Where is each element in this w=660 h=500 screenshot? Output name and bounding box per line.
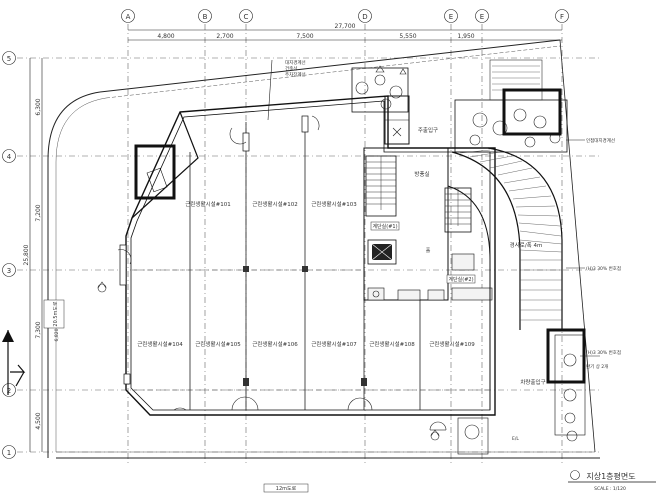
top-dimension-chain: 27,700 4,800 2,700 7,500 5,550 1,950 — [128, 23, 562, 41]
site-boundary — [47, 39, 600, 459]
dimension-total-vertical: 25,800 — [23, 244, 30, 265]
highlight-marks — [134, 88, 586, 384]
label-parking-entrance: 차량출입구 — [520, 378, 545, 386]
svg-text:B: B — [203, 13, 208, 21]
unit-labels-bottom: 근린생활시설#104 근린생활시설#105 근린생활시설#106 근린생활시설#… — [137, 340, 475, 348]
label-hall: 홀 — [426, 247, 431, 254]
svg-text:F: F — [560, 13, 564, 21]
svg-text:A: A — [126, 13, 131, 21]
svg-text:건축선: 건축선 — [285, 65, 297, 72]
unit-label-104: 근린생활시설#104 — [137, 340, 183, 348]
svg-text:3: 3 — [7, 267, 11, 275]
dimension-2-1: 4,500 — [35, 412, 42, 429]
dimension-ee: 1,950 — [457, 33, 474, 40]
restroom-fixtures — [367, 253, 493, 301]
label-stair-2: 계단실(#2) — [448, 276, 473, 283]
structural-columns — [119, 115, 367, 386]
label-stair-1: 계단실(#1) — [372, 223, 397, 230]
grid-bubble-d: D — [358, 9, 372, 23]
sheet-title: 지상1층평면도 — [586, 471, 635, 481]
grid-bubble-b: B — [198, 9, 212, 23]
svg-text:인접대지경계선: 인접대지경계선 — [586, 137, 615, 144]
callouts-right: 인접대지경계선 (H)3 30% 번호점 (H)3 30% 번호점 환기 상 2… — [566, 137, 621, 370]
unit-partitions — [132, 118, 490, 410]
highlight-mark-right — [546, 328, 586, 384]
svg-text:C: C — [244, 13, 249, 21]
grid-bubble-3: 3 — [2, 263, 16, 277]
grid-bubble-a: A — [121, 9, 135, 23]
dimension-3-2: 7,300 — [35, 321, 42, 338]
svg-text:(H)3 30% 번호점: (H)3 30% 번호점 — [586, 349, 621, 356]
unit-label-101: 근린생활시설#101 — [185, 200, 230, 208]
label-windbreak: 방풍실 — [414, 170, 429, 178]
svg-text:주차장계선: 주차장계선 — [285, 71, 306, 78]
dimension-total: 27,700 — [335, 23, 356, 30]
dimension-4-3: 7,200 — [35, 204, 42, 221]
sheet-scale: SCALE : 1/120 — [594, 486, 626, 492]
core-block: 주출입구 방풍실 — [363, 95, 493, 301]
sheet-title-block: 지상1층평면도 SCALE : 1/120 — [568, 470, 656, 492]
unit-label-107: 근린생활시설#107 — [311, 340, 357, 348]
dimension-ab: 4,800 — [157, 33, 174, 40]
equipment-left — [146, 167, 168, 193]
grid-bubble-1: 1 — [2, 445, 16, 459]
grid-row-bubbles: 5 4 3 2 1 — [2, 51, 16, 459]
svg-text:20.5m도로: 20.5m도로 — [53, 301, 59, 327]
label-main-entrance: 주출입구 — [418, 126, 438, 134]
left-dimension-chain: 25,800 6,300 7,200 7,300 4,500 — [23, 58, 43, 452]
unit-label-105: 근린생활시설#105 — [195, 340, 241, 348]
svg-text:6,820: 6,820 — [54, 328, 60, 341]
stair-2 — [444, 187, 472, 233]
level-markers: E/L — [97, 281, 519, 442]
planter-top — [351, 65, 409, 113]
svg-text:12m도로: 12m도로 — [276, 486, 297, 492]
svg-text:4: 4 — [7, 153, 12, 161]
highlight-mark-left — [134, 144, 176, 200]
svg-text:대지경계선: 대지경계선 — [285, 59, 306, 66]
svg-text:D: D — [362, 13, 367, 21]
grid-bubble-5: 5 — [2, 51, 16, 65]
unit-label-109: 근린생활시설#109 — [429, 340, 475, 348]
svg-text:E: E — [449, 13, 453, 21]
unit-label-108: 근린생활시설#108 — [369, 340, 415, 348]
grid-bubble-c: C — [239, 9, 253, 23]
entrance-doors — [117, 115, 447, 431]
grid-bubble-2: 2 — [2, 383, 16, 397]
svg-text:(H)3 30% 번호점: (H)3 30% 번호점 — [586, 265, 621, 272]
unit-label-103: 근린생활시설#103 — [311, 200, 357, 208]
label-ramp: 경사로/폭 4m — [510, 241, 543, 249]
grid-bubble-f: F — [555, 9, 569, 23]
unit-label-106: 근린생활시설#106 — [252, 340, 298, 348]
planter-right-upper — [454, 59, 568, 153]
grid-bubble-e2: E — [475, 9, 489, 23]
dimension-de: 5,550 — [399, 33, 416, 40]
grid-bubble-e1: E — [444, 9, 458, 23]
callout-top-labels: 대지경계선 건축선 주차장계선 — [267, 59, 306, 121]
dimension-cd: 7,500 — [296, 33, 313, 40]
building-outline — [125, 95, 496, 416]
planter-right-lower — [554, 334, 586, 442]
dimension-bc: 2,700 — [216, 33, 233, 40]
dimension-5-4: 6,300 — [35, 98, 42, 115]
road-label-left: 20.5m도로 6,820 — [43, 299, 65, 341]
svg-text:1: 1 — [7, 449, 11, 457]
svg-text:환기 상 2개: 환기 상 2개 — [586, 363, 608, 370]
unit-label-102: 근린생활시설#102 — [252, 200, 297, 208]
highlight-mark-top-right — [502, 88, 562, 136]
planter-bottom — [457, 417, 489, 455]
svg-text:2: 2 — [7, 387, 11, 395]
grid-column-bubbles: A B C D E E F — [121, 9, 569, 23]
grid-bubble-4: 4 — [2, 149, 16, 163]
ramp-hatching — [459, 149, 563, 321]
unit-labels-top: 근린생활시설#101 근린생활시설#102 근린생활시설#103 — [185, 200, 357, 208]
stair-1 — [365, 155, 397, 217]
north-arrow — [2, 330, 26, 395]
elevator — [367, 239, 397, 265]
label-elv-bottom: E/L — [512, 436, 519, 442]
svg-text:5: 5 — [7, 55, 11, 63]
svg-text:E: E — [480, 13, 484, 21]
road-label-bottom: 12m도로 — [263, 483, 309, 493]
